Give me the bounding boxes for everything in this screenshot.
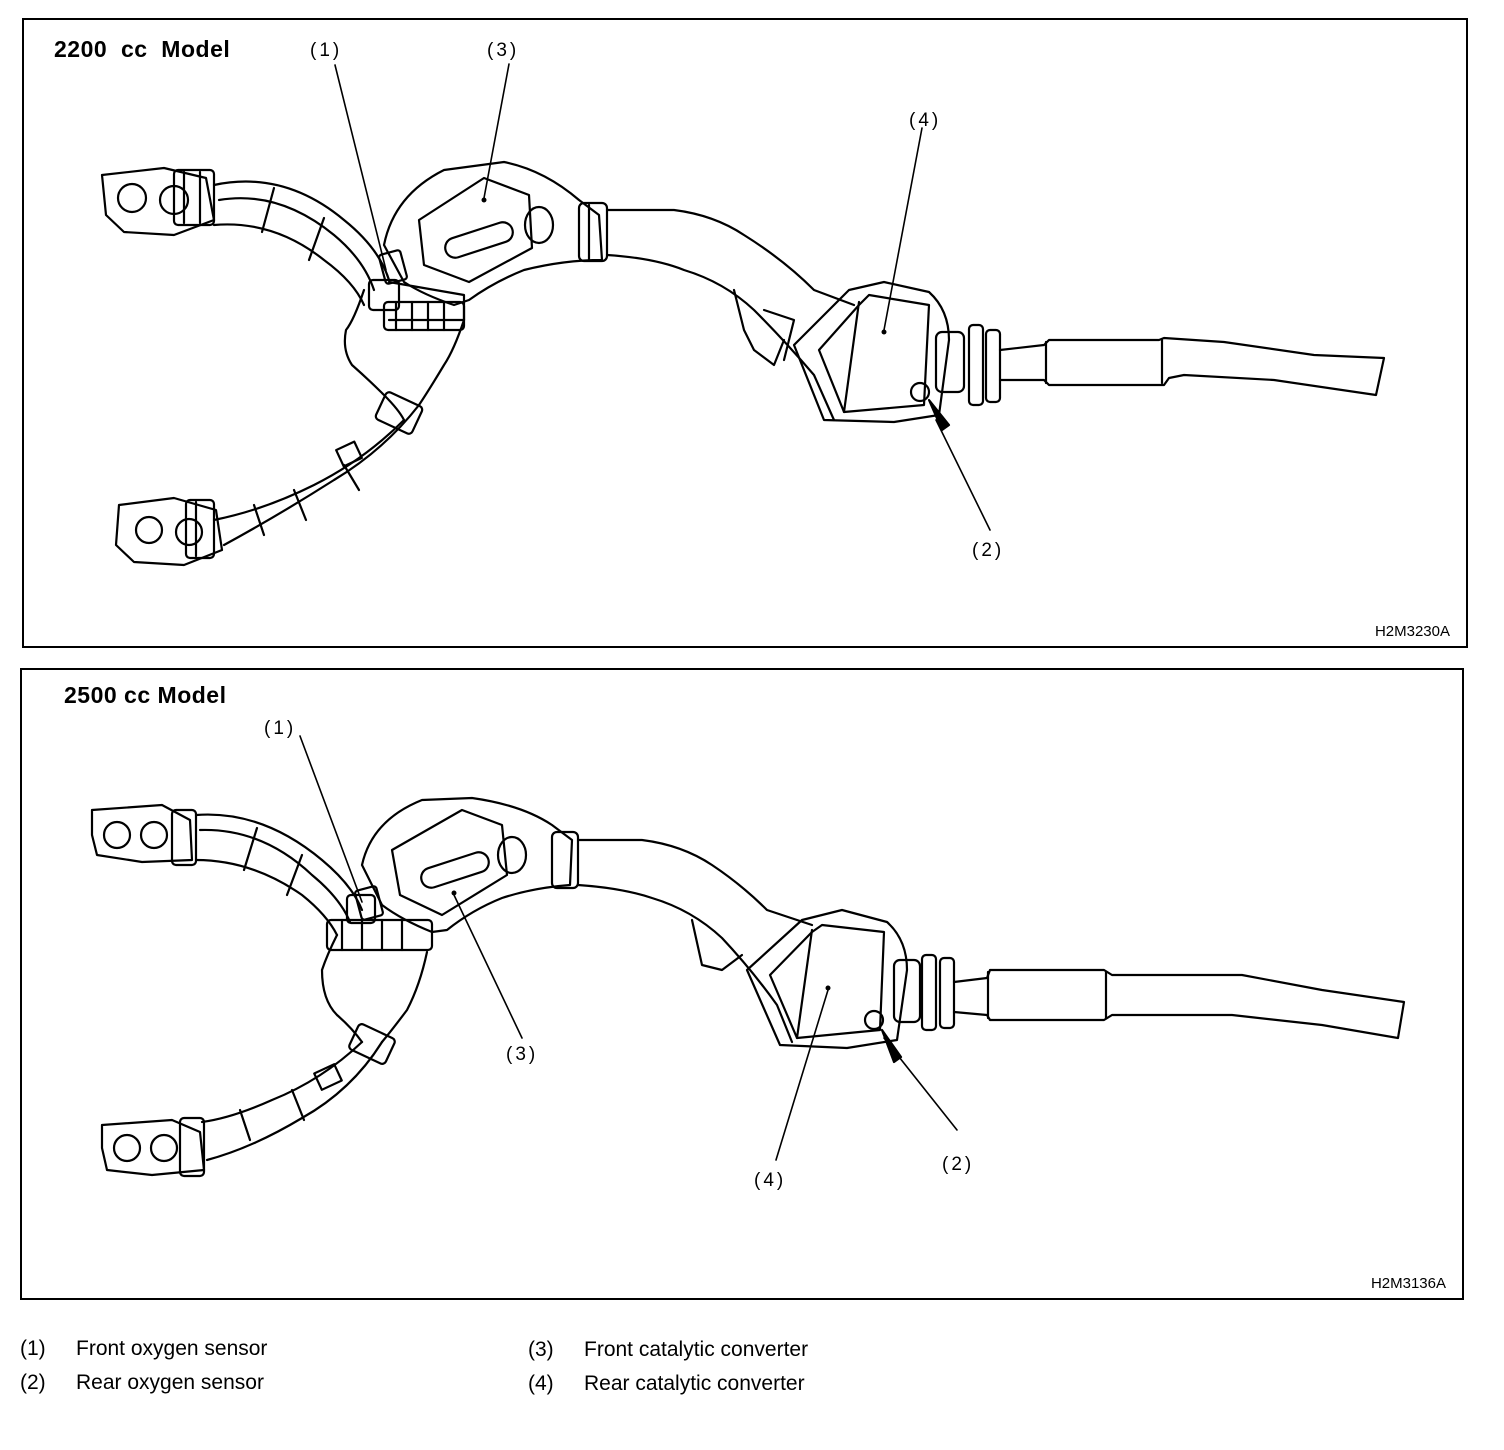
diagram-panel-2500cc: 2500 cc Model <box>20 668 1464 1300</box>
rear-catalytic-converter <box>792 280 951 424</box>
callout-1: (1) <box>264 718 296 739</box>
panel-title: 2500 cc Model <box>64 682 227 708</box>
front-oxygen-sensor <box>378 249 408 285</box>
middle-pipe <box>605 208 856 422</box>
diagram-panel-2200cc: 2200 cc Model <box>22 18 1468 648</box>
callout-2: (2) <box>942 1154 974 1175</box>
leader-lines <box>334 63 991 531</box>
callout-2: (2) <box>972 540 1004 561</box>
legend-text: Rear oxygen sensor <box>76 1371 264 1394</box>
leader-lines <box>299 735 958 1161</box>
front-catalytic-converter <box>382 160 609 307</box>
legend-number: (4) <box>528 1372 554 1395</box>
legend-text: Front catalytic converter <box>584 1338 809 1361</box>
panel-title: 2200 cc Model <box>54 36 231 62</box>
lower-branch-pipe <box>212 391 424 547</box>
exhaust-system-drawing: (1) (3) (4) (2) <box>100 40 1386 567</box>
y-junction <box>320 893 434 1044</box>
callout-4: (4) <box>909 110 941 131</box>
front-catalytic-converter <box>360 796 580 934</box>
callout-3: (3) <box>487 40 519 61</box>
callout-4: (4) <box>754 1170 786 1191</box>
legend-number: (3) <box>528 1338 554 1361</box>
callout-3: (3) <box>506 1044 538 1065</box>
callout-1: (1) <box>310 40 342 61</box>
exhaust-system-drawing: (1) (3) (4) (2) <box>90 718 1406 1191</box>
upper-branch-pipe <box>194 813 364 937</box>
legend-text: Rear catalytic converter <box>584 1372 805 1395</box>
legend-text: Front oxygen sensor <box>76 1337 268 1360</box>
legend-number: (2) <box>20 1371 46 1394</box>
lower-branch-pipe <box>200 1023 396 1162</box>
lower-manifold-flange <box>100 1116 206 1178</box>
lower-manifold-flange <box>114 496 224 567</box>
upper-branch-pipe <box>212 180 391 307</box>
middle-pipe <box>576 838 814 1044</box>
legend-number: (1) <box>20 1337 46 1360</box>
upper-manifold-flange <box>90 803 198 867</box>
figure-code: H2M3230A <box>1374 623 1450 640</box>
figure-code: H2M3136A <box>1370 1275 1446 1292</box>
front-oxygen-sensor <box>354 885 384 921</box>
rear-oxygen-sensor <box>909 381 951 432</box>
y-junction <box>343 278 466 422</box>
rear-catalytic-converter <box>745 908 909 1050</box>
tail-pipe <box>934 323 1386 407</box>
upper-manifold-flange <box>100 166 216 237</box>
tail-pipe <box>892 953 1406 1040</box>
